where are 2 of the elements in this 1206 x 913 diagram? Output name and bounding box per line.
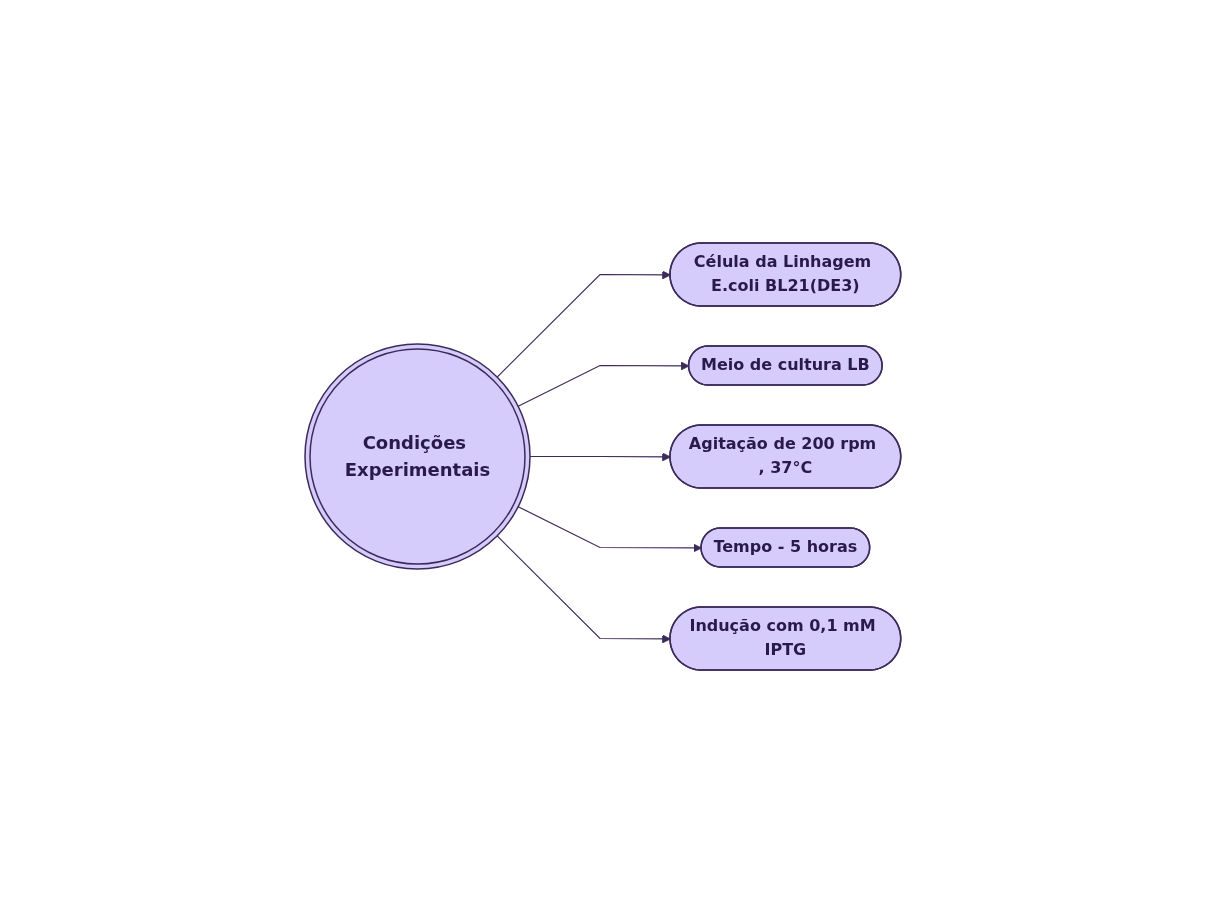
node-circle: Condições Experimentais bbox=[304, 343, 531, 570]
arrow bbox=[517, 361, 690, 407]
